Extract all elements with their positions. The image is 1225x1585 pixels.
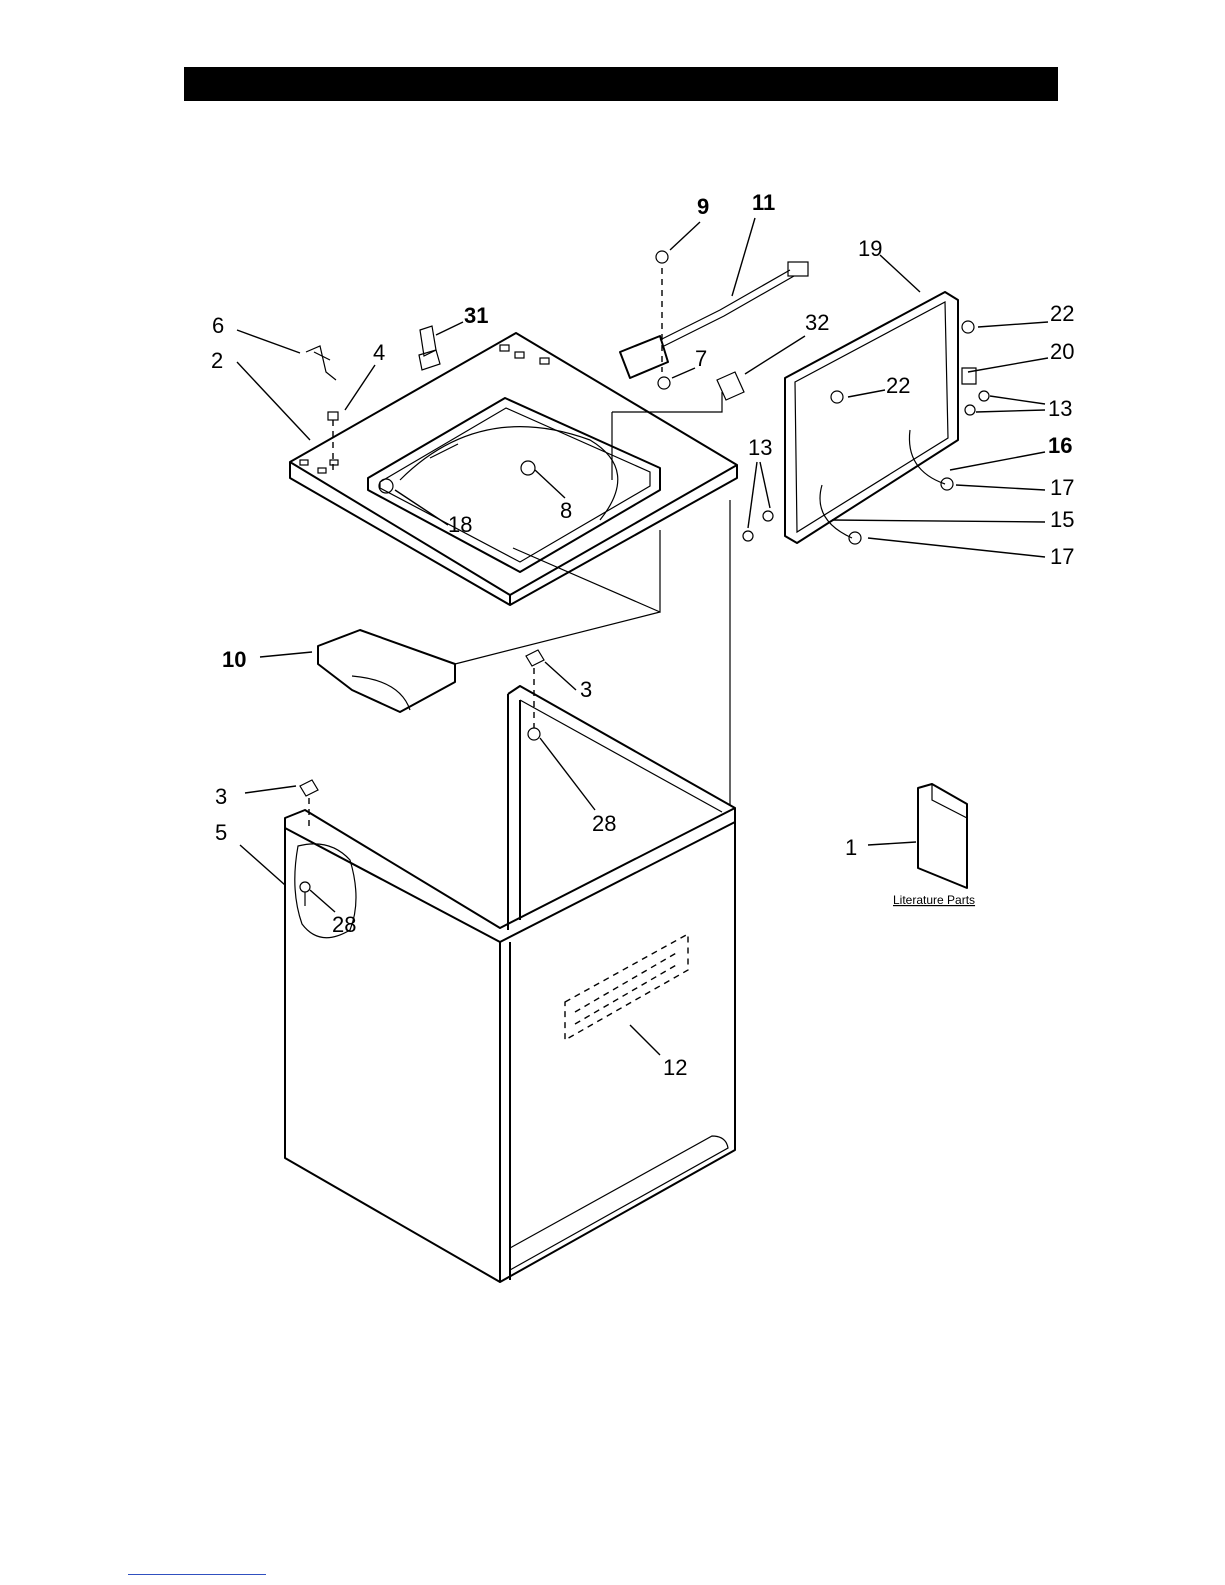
label-22a: 22 [1050, 301, 1074, 326]
label-2: 2 [211, 348, 223, 373]
label-17b: 17 [1050, 544, 1074, 569]
label-19: 19 [858, 236, 882, 261]
top-panel [290, 333, 737, 612]
label-22b: 22 [886, 373, 910, 398]
label-18: 18 [448, 512, 472, 537]
literature-book [918, 784, 967, 888]
label-12: 12 [663, 1055, 687, 1080]
timer-harness [612, 251, 808, 480]
label-7: 7 [695, 346, 707, 371]
label-28b: 28 [332, 912, 356, 937]
literature-caption: Literature Parts [893, 893, 975, 907]
cabinet [285, 500, 735, 1282]
label-8: 8 [560, 498, 572, 523]
label-28a: 28 [592, 811, 616, 836]
label-31: 31 [464, 303, 488, 328]
label-16: 16 [1048, 433, 1072, 458]
label-3a: 3 [215, 784, 227, 809]
rear-panel [743, 292, 989, 544]
label-9: 9 [697, 194, 709, 219]
label-10: 10 [222, 647, 246, 672]
label-15: 15 [1050, 507, 1074, 532]
label-6: 6 [212, 313, 224, 338]
label-32: 32 [805, 310, 829, 335]
bracket [318, 612, 660, 712]
footer-link-underline [128, 1574, 266, 1575]
label-20: 20 [1050, 339, 1074, 364]
label-1: 1 [845, 835, 857, 860]
label-11: 11 [752, 190, 775, 215]
label-13b: 13 [748, 435, 772, 460]
label-4: 4 [373, 340, 385, 365]
label-5: 5 [215, 820, 227, 845]
label-17a: 17 [1050, 475, 1074, 500]
label-3b: 3 [580, 677, 592, 702]
label-13a: 13 [1048, 396, 1072, 421]
